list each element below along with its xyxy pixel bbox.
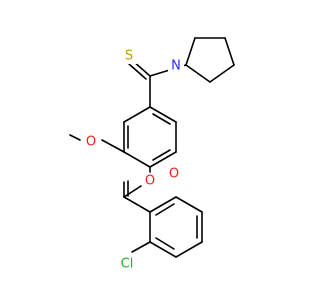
chlorophenyl-ring	[131, 196, 203, 258]
atom-nitrogen: N	[168, 58, 184, 74]
central-benzene-ring	[123, 106, 177, 168]
methoxy-oxygen-label: O	[86, 135, 96, 150]
pyrrolidine-ring	[185, 37, 235, 83]
ester-oxygen-label: O	[145, 174, 155, 189]
sulfur-label: S	[125, 49, 133, 64]
carbonyl-oxygen-label: O	[169, 167, 179, 182]
atom-ester-oxygen: O	[142, 173, 158, 189]
atom-carbonyl-oxygen: O	[166, 166, 182, 182]
atom-chlorine: Cl	[116, 256, 138, 272]
atom-sulfur: S	[121, 48, 137, 64]
methoxy-bonds	[69, 134, 125, 153]
atom-methoxy-oxygen: O	[83, 134, 99, 150]
chlorine-label: Cl	[121, 257, 134, 272]
nitrogen-label: N	[171, 59, 181, 74]
ester-bonds	[123, 166, 151, 213]
molecule-structure: S N O O O Cl	[69, 37, 235, 272]
